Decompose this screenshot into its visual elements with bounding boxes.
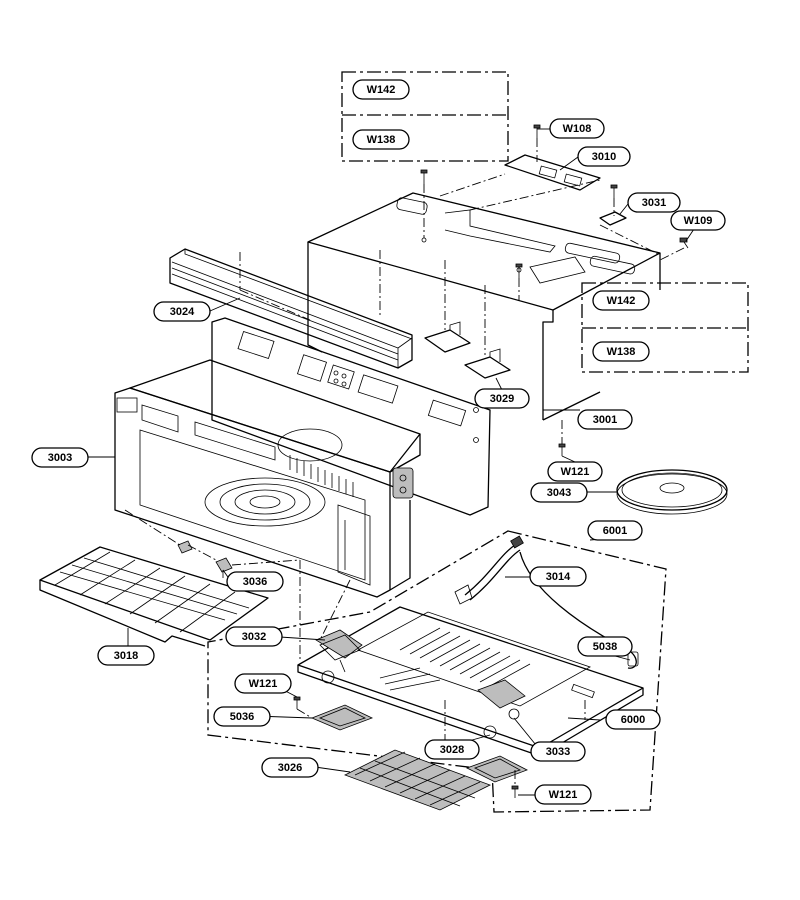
charcoal-filter: [343, 749, 492, 811]
callout-3026: 3026: [261, 757, 319, 778]
callout-label: W138: [607, 346, 636, 358]
callout-w142-right: W142: [592, 290, 650, 311]
callout-5036: 5036: [213, 706, 271, 727]
callout-label: 3003: [48, 452, 72, 464]
callout-label: 5036: [230, 711, 254, 723]
callout-w142-top: W142: [352, 79, 410, 100]
callout-3033: 3033: [530, 741, 586, 762]
callout-w121-c: W121: [534, 784, 592, 805]
callout-w138-right: W138: [592, 341, 650, 362]
callout-label: 3024: [170, 306, 195, 318]
base-grille: [379, 627, 531, 691]
screw-icon: [293, 696, 301, 709]
callout-label: 6000: [621, 714, 645, 726]
bracket-3031: [599, 211, 627, 226]
grease-tray: [39, 546, 269, 647]
callout-label: W108: [563, 123, 592, 135]
callout-label: W142: [607, 295, 636, 307]
callout-3014: 3014: [529, 566, 587, 587]
callout-3032: 3032: [225, 626, 283, 647]
callout-label: W121: [561, 466, 590, 478]
callout-label: 3001: [593, 414, 617, 426]
lamp-socket-3032: [315, 629, 363, 684]
leader-lines: [88, 128, 695, 796]
callout-3024: 3024: [153, 301, 211, 322]
callout-5038: 5038: [577, 636, 633, 657]
oven-cavity: [114, 359, 421, 598]
control-dial-cluster: [327, 364, 355, 390]
screw-icon: [533, 124, 541, 138]
callout-label: 3036: [243, 576, 267, 588]
callout-3029: 3029: [474, 388, 530, 409]
callout-3010: 3010: [577, 146, 631, 167]
filter-mesh: [354, 751, 481, 807]
callout-6000: 6000: [605, 709, 661, 730]
callout-w108: W108: [549, 118, 605, 139]
callout-label: W142: [367, 84, 396, 96]
screw-icon: [610, 184, 618, 198]
callout-label: 3014: [546, 571, 571, 583]
screw-icon: [511, 785, 519, 798]
lamp-socket-3033: [477, 679, 526, 739]
callout-label: 5038: [593, 641, 617, 653]
callout-label: 3018: [114, 650, 138, 662]
callout-label: 3029: [490, 393, 514, 405]
callout-label: W109: [684, 215, 713, 227]
group-box-right: [581, 282, 749, 373]
callout-3018: 3018: [97, 645, 155, 666]
screw-icon: [515, 263, 523, 278]
cavity-back-panel: [211, 317, 491, 516]
callout-w138-top: W138: [352, 129, 410, 150]
callout-label: 3026: [278, 762, 302, 774]
callout-label: 6001: [603, 525, 627, 537]
callout-label: W121: [549, 789, 578, 801]
callout-3036: 3036: [226, 571, 284, 592]
cavity-clips: [177, 540, 233, 578]
callout-label: 3043: [547, 487, 571, 499]
screw-icon: [558, 443, 566, 456]
lamp-cover-right: [465, 755, 528, 783]
callout-label: W138: [367, 134, 396, 146]
callout-label: 3033: [546, 746, 570, 758]
callout-3001: 3001: [577, 409, 633, 430]
group-box-top: [341, 71, 509, 162]
callout-label: 3032: [242, 631, 266, 643]
screw-icon: [420, 169, 428, 184]
lamp-cover-5036: [310, 704, 374, 731]
vent-grille: [169, 248, 413, 369]
callout-label: 3010: [592, 151, 616, 163]
callout-6001: 6001: [587, 520, 643, 541]
callout-label: W121: [249, 678, 278, 690]
callout-w121-a: W121: [547, 461, 603, 482]
waveguide-cover: [504, 154, 601, 191]
callout-w109: W109: [670, 210, 726, 231]
callout-label: 3028: [440, 744, 464, 756]
glass-turntable-tray: [616, 469, 728, 515]
callout-3043: 3043: [530, 482, 588, 503]
callout-3031: 3031: [627, 192, 681, 213]
mounting-brackets: [424, 321, 511, 379]
screws: [293, 124, 689, 798]
callout-w121-b: W121: [234, 673, 292, 694]
callout-3003: 3003: [31, 447, 89, 468]
cavity-side-vents: [289, 455, 354, 497]
assembly-lines: [124, 138, 685, 786]
callout-label: 3031: [642, 197, 666, 209]
callout-3028: 3028: [424, 739, 480, 760]
